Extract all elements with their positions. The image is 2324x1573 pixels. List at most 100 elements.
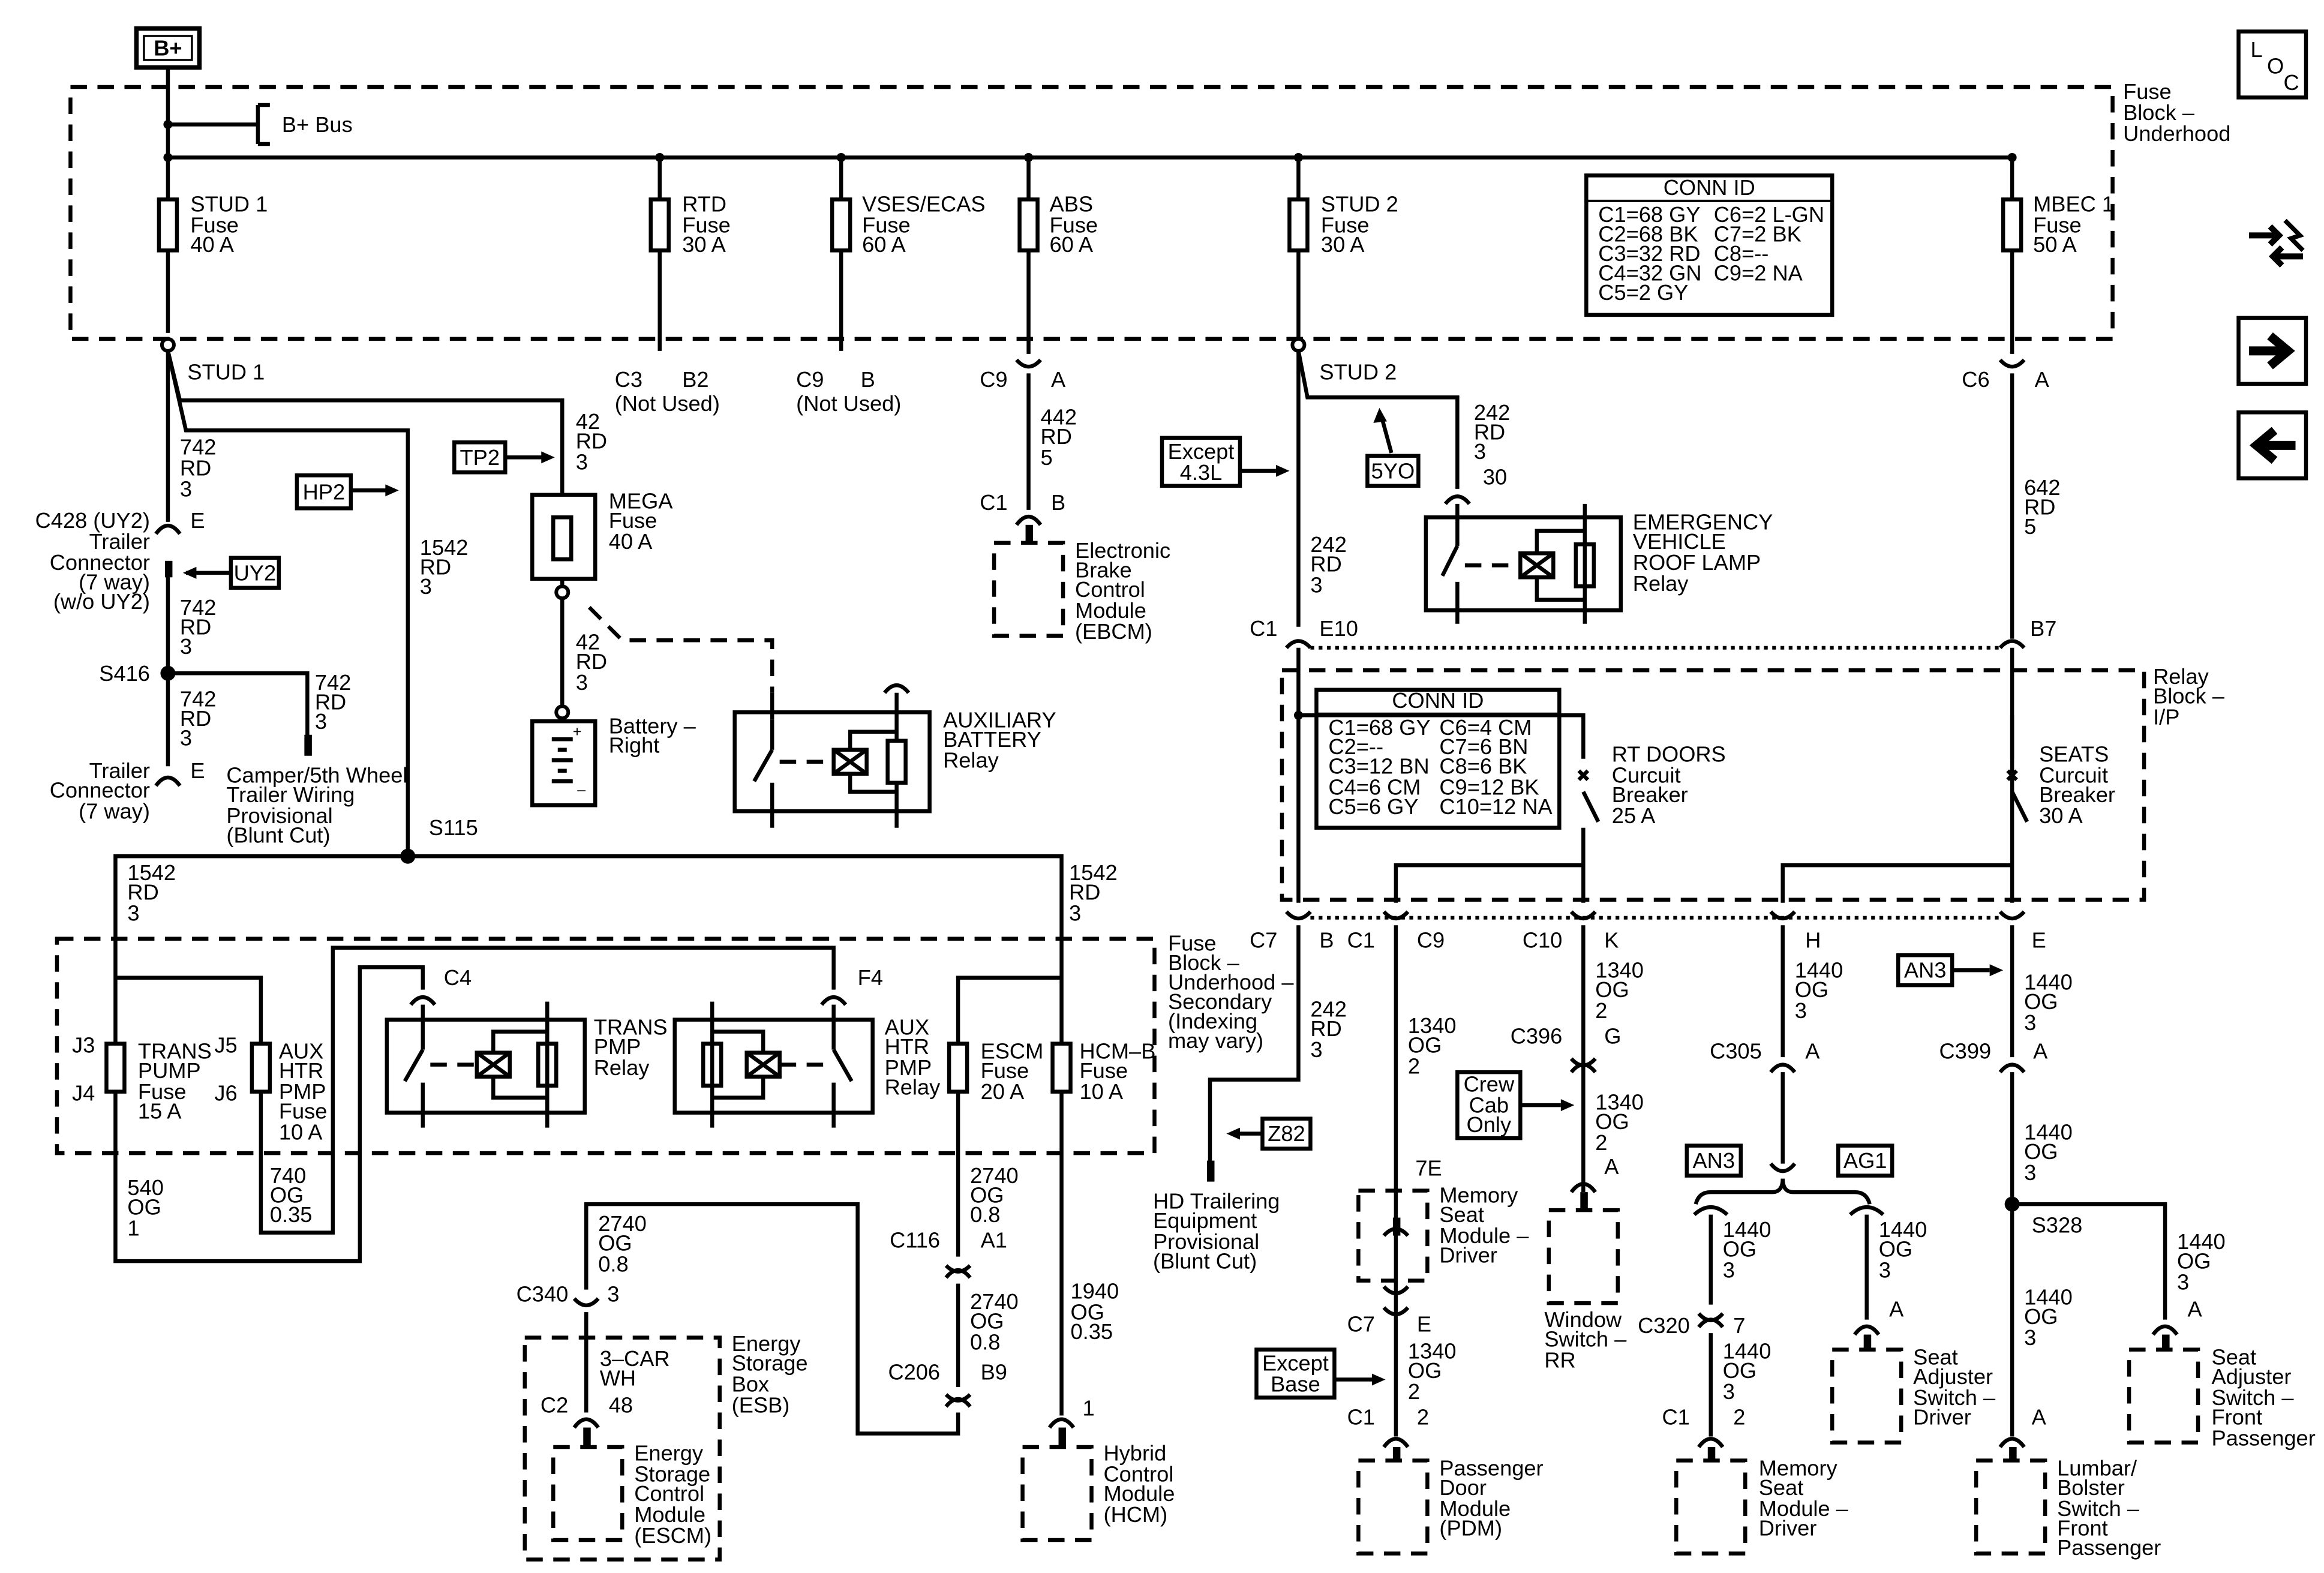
svg-text:A: A (2188, 1297, 2203, 1322)
svg-text:Seat: Seat (1913, 1345, 1958, 1370)
svg-text:20 A: 20 A (981, 1079, 1025, 1104)
svg-text:Switch –: Switch – (1913, 1385, 1996, 1410)
svg-text:AG1: AG1 (1843, 1148, 1887, 1173)
svg-text:TRANS: TRANS (138, 1039, 212, 1064)
svg-text:E: E (2032, 928, 2046, 953)
svg-text:Seat: Seat (2212, 1345, 2257, 1370)
svg-text:242: 242 (1474, 400, 1510, 425)
svg-text:C9: C9 (1417, 928, 1445, 953)
svg-text:4.3L: 4.3L (1180, 460, 1223, 485)
wire-2740-a: 2740 OG 0.8 (970, 1163, 1019, 1227)
conn-id-table-ip: CONN ID C1=68 GY C2=-- C3=12 BN C4=6 CM … (1314, 688, 1562, 830)
svg-text:Driver: Driver (1913, 1405, 1971, 1430)
wire-1542-c: 1542 RD 3 (1069, 860, 1118, 925)
svg-text:MEGA: MEGA (609, 488, 674, 513)
svg-text:J4: J4 (72, 1081, 95, 1106)
svg-text:3: 3 (607, 1282, 619, 1307)
wire-3car: 3–CAR WH (600, 1346, 670, 1390)
svg-text:HD Trailering: HD Trailering (1153, 1189, 1280, 1214)
relay-block-ip: Relay Block – I/P (1280, 664, 2225, 902)
svg-text:RD: RD (1310, 551, 1341, 576)
stud1-terminal: STUD 1 (160, 337, 265, 384)
svg-text:J6: J6 (214, 1081, 237, 1106)
svg-text:Module –: Module – (1439, 1223, 1529, 1248)
svg-text:Provisional: Provisional (226, 803, 332, 828)
svg-text:OG: OG (2024, 1304, 2058, 1329)
svg-text:Module: Module (1439, 1496, 1511, 1521)
svg-text:C6=2 L-GN: C6=2 L-GN (1714, 202, 1824, 227)
svg-text:Passenger: Passenger (1439, 1456, 1543, 1481)
svg-text:AUXILIARY: AUXILIARY (943, 707, 1056, 732)
svg-text:A: A (1604, 1154, 1619, 1179)
svg-text:2740: 2740 (598, 1211, 647, 1236)
arrow-right-icon[interactable] (2236, 316, 2308, 386)
svg-text:HTR: HTR (885, 1034, 929, 1059)
svg-text:C3=32 RD: C3=32 RD (1598, 241, 1700, 266)
svg-text:VSES/ECAS: VSES/ECAS (862, 191, 985, 216)
svg-text:1440: 1440 (1879, 1217, 1927, 1242)
svg-text:RD: RD (180, 706, 211, 731)
svg-text:C340: C340 (517, 1282, 569, 1307)
svg-text:60 A: 60 A (1050, 232, 1094, 257)
svg-text:STUD 1: STUD 1 (190, 191, 268, 216)
wire-442: 442 RD 5 (1041, 404, 1077, 469)
svg-text:Battery –: Battery – (609, 713, 696, 738)
svg-text:Storage: Storage (634, 1462, 710, 1487)
c320-connector: C320 7 (1638, 1312, 1745, 1338)
svg-text:BATTERY: BATTERY (943, 727, 1041, 752)
svg-text:C2=68 BK: C2=68 BK (1598, 221, 1698, 246)
svg-text:1340: 1340 (1408, 1013, 1457, 1038)
svg-text:3: 3 (1310, 1037, 1322, 1062)
wire-1542-a: 1542 RD 3 (420, 535, 469, 599)
arrow-left-icon[interactable] (2236, 410, 2308, 481)
c116-connector: C116 A1 (890, 1228, 1007, 1279)
diagnostic-icon[interactable] (2249, 218, 2305, 268)
window-switch-rr: A Window Switch – RR (1544, 1154, 1627, 1372)
except-base-arrow: Except Base (1254, 1347, 1386, 1400)
svg-text:C6=4 CM: C6=4 CM (1439, 715, 1532, 740)
svg-text:Trailer: Trailer (89, 529, 150, 554)
svg-text:2: 2 (1408, 1054, 1420, 1079)
auxiliary-battery-relay: AUXILIARY BATTERY Relay (732, 683, 1056, 828)
svg-text:OG: OG (2024, 1139, 2058, 1164)
svg-text:OG: OG (1795, 977, 1828, 1002)
svg-text:OG: OG (1408, 1358, 1442, 1383)
svg-text:E: E (190, 508, 205, 533)
svg-text:742: 742 (315, 670, 351, 695)
yo5-option-arrow: 5YO (1365, 407, 1421, 488)
svg-text:Fuse: Fuse (1080, 1058, 1128, 1083)
svg-text:Breaker: Breaker (2039, 782, 2115, 807)
svg-text:C7: C7 (1347, 1312, 1375, 1337)
svg-text:1440: 1440 (2177, 1229, 2226, 1254)
svg-text:B7: B7 (2030, 616, 2056, 641)
svg-text:Z82: Z82 (1268, 1121, 1305, 1146)
svg-text:3: 3 (2024, 1325, 2036, 1350)
svg-text:7: 7 (1733, 1313, 1745, 1338)
svg-text:Switch –: Switch – (2057, 1496, 2140, 1521)
svg-text:442: 442 (1041, 404, 1077, 429)
svg-text:C2=--: C2=-- (1328, 734, 1383, 759)
svg-text:VEHICLE: VEHICLE (1633, 529, 1726, 554)
svg-text:E: E (190, 758, 205, 783)
svg-text:30 A: 30 A (682, 232, 726, 257)
wire-1340-a: 1340 OG 2 (1408, 1013, 1457, 1078)
svg-text:3: 3 (1723, 1379, 1735, 1404)
memory-seat-module-driver-2: C1 2 Memory Seat Module – Driver (1662, 1405, 1849, 1556)
svg-text:C3: C3 (615, 367, 642, 392)
svg-text:Relay: Relay (594, 1055, 650, 1080)
svg-text:10 A: 10 A (1080, 1079, 1124, 1104)
svg-text:2740: 2740 (970, 1163, 1019, 1188)
svg-text:(Not Used): (Not Used) (615, 391, 720, 416)
svg-text:Module: Module (1075, 598, 1146, 623)
svg-text:STUD 2: STUD 2 (1321, 191, 1398, 216)
svg-text:C9=2 NA: C9=2 NA (1714, 260, 1803, 285)
svg-text:E10: E10 (1319, 616, 1358, 641)
c1-c9-connector: C1 C9 (1347, 910, 1445, 953)
svg-text:1542: 1542 (420, 535, 469, 560)
fuse-vses-ecas: VSES/ECAS Fuse 60 A (830, 157, 986, 351)
svg-text:Adjuster: Adjuster (2212, 1364, 2292, 1389)
svg-text:5: 5 (1041, 445, 1053, 470)
svg-text:TRANS: TRANS (594, 1015, 668, 1040)
svg-text:C9=12 BK: C9=12 BK (1439, 775, 1539, 800)
